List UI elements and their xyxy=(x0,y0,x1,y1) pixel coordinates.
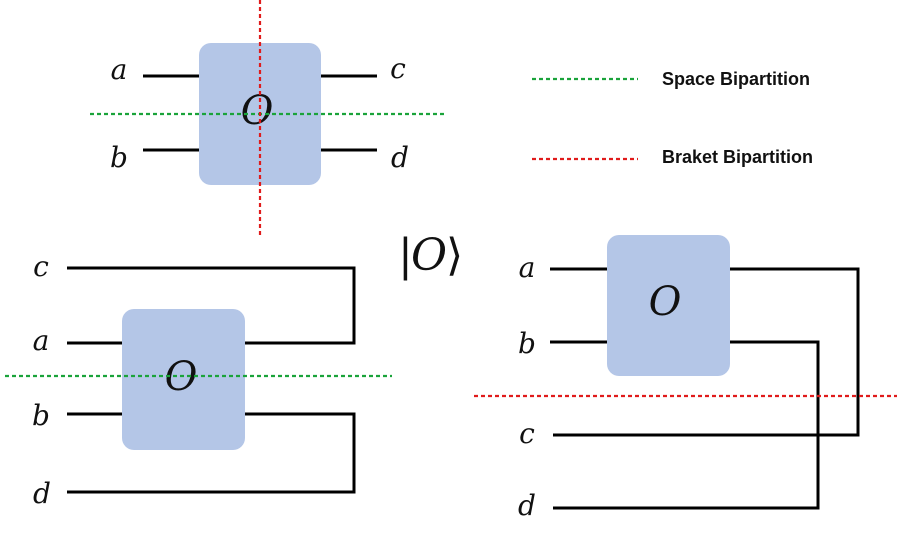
bottom-right-diagram: O a b c d xyxy=(474,235,897,522)
bottom-left-diagram: O c a b d xyxy=(5,250,392,510)
top-label-c: c xyxy=(390,52,406,85)
bl-label-c: c xyxy=(33,250,49,283)
ket-left-bar: | xyxy=(398,230,413,281)
bl-wire-c-loop xyxy=(67,266,356,345)
ket-right-angle: ⟩ xyxy=(446,230,463,281)
br-wire-out-bottom-to-d xyxy=(553,340,820,510)
br-label-b: b xyxy=(518,327,536,360)
br-wire-out-top-to-c xyxy=(553,267,860,437)
top-label-d: d xyxy=(391,141,409,174)
br-operator-box xyxy=(607,235,730,376)
top-operator-diagram: O a b c d xyxy=(90,0,447,238)
ket-symbol: O xyxy=(411,230,447,281)
bl-operator-box xyxy=(122,309,245,450)
br-operator-symbol: O xyxy=(649,279,682,325)
bl-label-a: a xyxy=(33,324,50,357)
legend: Space Bipartition Braket Bipartition xyxy=(532,69,813,167)
legend-space-label: Space Bipartition xyxy=(662,69,810,89)
br-label-d: d xyxy=(518,489,536,522)
br-label-c: c xyxy=(519,417,535,450)
ket-label: | O ⟩ xyxy=(398,230,463,281)
top-operator-symbol: O xyxy=(241,88,274,134)
bl-wire-d-loop xyxy=(67,412,356,494)
top-label-b: b xyxy=(110,141,128,174)
bl-label-d: d xyxy=(33,477,51,510)
bl-label-b: b xyxy=(32,399,50,432)
top-label-a: a xyxy=(111,53,128,86)
legend-braket-label: Braket Bipartition xyxy=(662,147,813,167)
br-label-a: a xyxy=(519,251,536,284)
